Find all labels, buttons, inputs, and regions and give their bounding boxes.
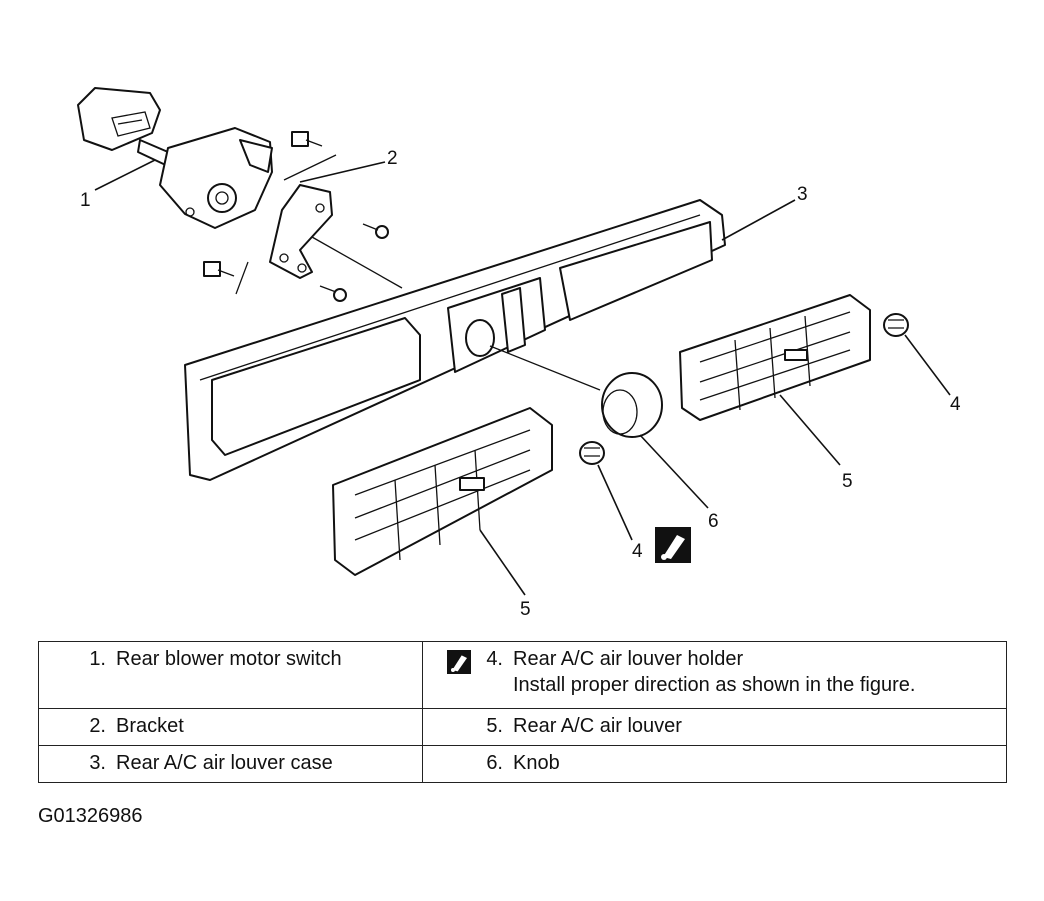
callout-1: 1: [80, 190, 91, 211]
legend-text-6: Knob: [513, 752, 560, 774]
louver-case: [184, 199, 726, 481]
legend-num-1: 1.: [89, 648, 106, 670]
callout-4a: 4: [950, 394, 961, 415]
louver-right: [679, 294, 871, 421]
special-instruction-icon: [447, 650, 471, 674]
legend-note-4: Install proper direction as shown in the…: [513, 674, 916, 696]
legend-num-2: 2.: [89, 715, 106, 737]
louver-left: [332, 407, 553, 576]
knob: [489, 345, 663, 438]
exploded-parts-diagram: 1 2 3 4 4 5 5 6: [77, 87, 961, 620]
callout-3: 3: [797, 184, 808, 205]
screws: [203, 131, 389, 302]
legend-text-1: Rear blower motor switch: [116, 648, 342, 670]
callout-2: 2: [387, 148, 398, 169]
legend-num-3: 3.: [89, 752, 106, 774]
legend-text-2: Bracket: [116, 715, 184, 737]
louver-holders: [579, 313, 909, 465]
legend-num-4: 4.: [486, 648, 503, 670]
legend-text-5: Rear A/C air louver: [513, 715, 682, 737]
leader-lines: [94, 159, 951, 596]
callout-5a: 5: [842, 471, 853, 492]
legend-table: 1. Rear blower motor switch 4. Rear A/C ai…: [38, 641, 1007, 783]
special-instruction-icon: [655, 527, 691, 563]
legend-text-4: Rear A/C air louver holder: [513, 648, 744, 670]
legend-num-6: 6.: [486, 752, 503, 774]
figure-code: G01326986: [38, 805, 143, 827]
callout-6: 6: [708, 511, 719, 532]
bracket: [269, 184, 333, 279]
blower-motor-switch: [77, 87, 273, 229]
legend-text-3: Rear A/C air louver case: [116, 752, 333, 774]
legend-num-5: 5.: [486, 715, 503, 737]
callout-5b: 5: [520, 599, 531, 620]
callout-4b: 4: [632, 541, 643, 562]
